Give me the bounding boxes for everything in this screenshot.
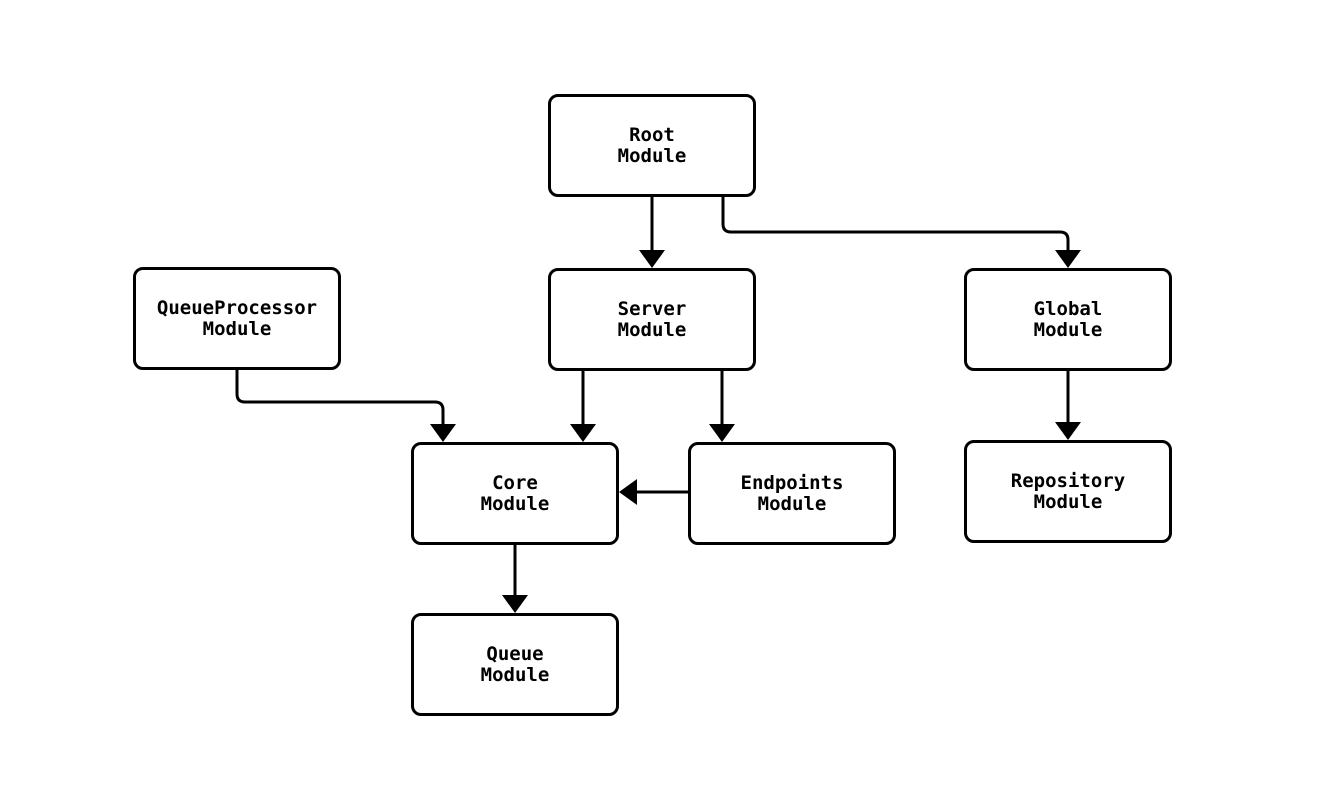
edge-global-to-repository [1055, 371, 1081, 440]
node-label-line1: Queue [486, 642, 544, 665]
node-label-line1: Server [617, 297, 687, 320]
node-label-line2: Module [480, 492, 550, 515]
node-label-line1: Endpoints [740, 471, 844, 494]
edge-root-to-server [639, 197, 665, 268]
node-label-line2: Module [617, 144, 687, 167]
node-server-module: Server Module [548, 268, 756, 371]
node-endpoints-module: Endpoints Module [688, 442, 896, 545]
node-core-module: Core Module [411, 442, 619, 545]
node-repository-module: Repository Module [964, 440, 1172, 543]
edge-server-to-endpoints [709, 371, 735, 442]
edge-endpoints-to-core [619, 479, 688, 505]
node-label-line2: Module [617, 318, 687, 341]
edge-queueprocessor-to-core [235, 370, 456, 442]
node-label-line1: Root [629, 123, 675, 146]
node-label-line2: Module [202, 317, 272, 340]
node-label-line2: Module [480, 663, 550, 686]
node-label-line1: Global [1033, 297, 1103, 320]
node-label-line1: Repository [1010, 469, 1126, 492]
node-label-line2: Module [1033, 318, 1103, 341]
node-label-line1: QueueProcessor [156, 296, 318, 319]
edge-server-to-core [570, 371, 596, 442]
edge-core-to-queue [502, 545, 528, 613]
node-label-line2: Module [757, 492, 827, 515]
node-label-line2: Module [1033, 490, 1103, 513]
node-root-module: Root Module [548, 94, 756, 197]
edge-root-to-global [721, 197, 1081, 268]
node-label-line1: Core [492, 471, 538, 494]
node-global-module: Global Module [964, 268, 1172, 371]
node-queue-module: Queue Module [411, 613, 619, 716]
node-queueprocessor-module: QueueProcessor Module [133, 267, 341, 370]
